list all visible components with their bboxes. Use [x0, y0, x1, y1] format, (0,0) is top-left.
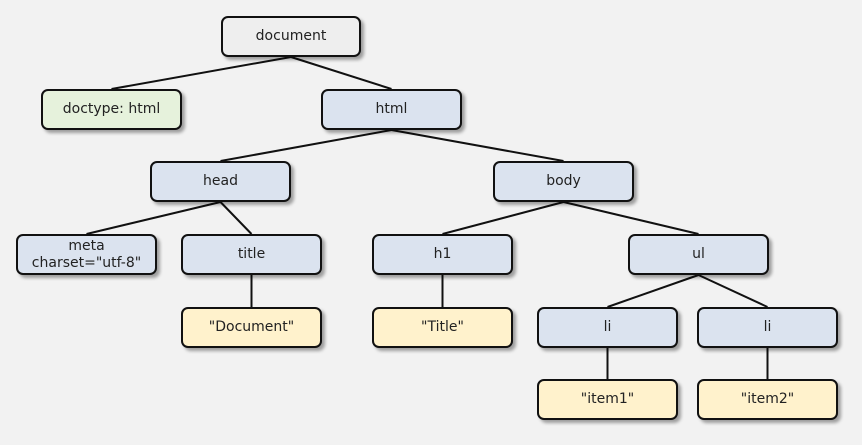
- node-h1-text: "Title": [372, 307, 513, 348]
- node-body: body: [493, 161, 634, 202]
- edge-head-title: [219, 201, 253, 235]
- edge-ul-li1: [607, 274, 699, 308]
- node-li-1-text: "item1": [537, 379, 678, 420]
- node-title-text: "Document": [181, 307, 322, 348]
- node-title: title: [181, 234, 322, 275]
- node-h1: h1: [372, 234, 513, 275]
- node-li-1: li: [537, 307, 678, 348]
- node-li-2: li: [697, 307, 838, 348]
- node-meta: meta charset="utf-8": [16, 234, 157, 275]
- node-li-2-text: "item2": [697, 379, 838, 420]
- node-document: document: [221, 16, 361, 57]
- edge-body-h1: [442, 201, 564, 235]
- edge-body-ul: [563, 201, 699, 235]
- node-doctype: doctype: html: [41, 89, 182, 130]
- edge-html-body: [391, 129, 564, 162]
- edge-html-head: [220, 129, 392, 162]
- node-head: head: [150, 161, 291, 202]
- edge-document-html: [290, 56, 392, 90]
- node-html: html: [321, 89, 462, 130]
- node-ul: ul: [628, 234, 769, 275]
- edge-head-meta: [86, 201, 221, 235]
- edge-ul-li2: [698, 274, 768, 308]
- edge-document-doctype: [111, 56, 292, 90]
